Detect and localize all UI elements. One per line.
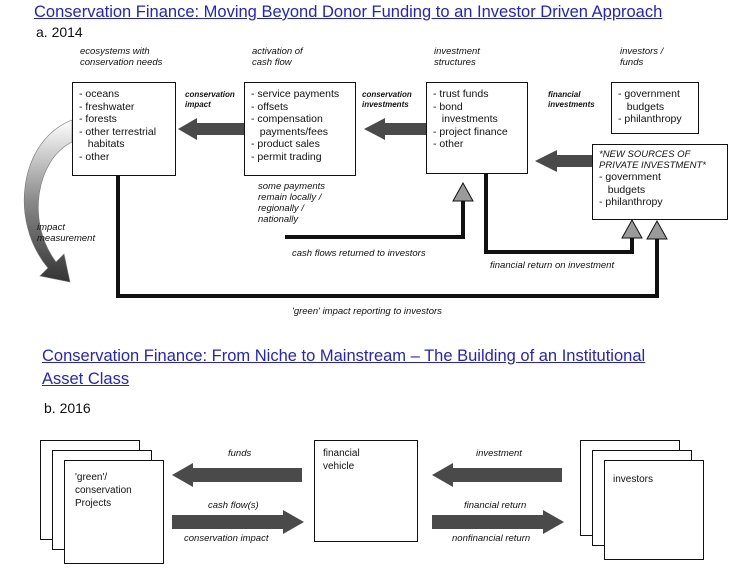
list-item: - other <box>79 150 110 163</box>
label-cash-flows: cash flow(s) <box>208 500 259 511</box>
list-item: - philanthropy <box>599 196 663 209</box>
arrow-financial-return <box>484 174 643 254</box>
list-item: - offsets <box>251 100 289 113</box>
arrow-funds <box>172 463 302 487</box>
list-item: - government <box>618 88 680 100</box>
label-nonfinancial-return: nonfinancial return <box>452 533 531 544</box>
list-item: - government <box>599 171 661 183</box>
investors-label: investors <box>613 474 654 485</box>
arrow-green-impact-reporting <box>116 175 668 298</box>
arrow-conservation-investments <box>364 118 426 140</box>
list-item: - oceans <box>79 88 120 100</box>
list-item: - service payments <box>251 88 340 100</box>
label-cash-flows-returned: cash flows returned to investors <box>292 248 426 259</box>
arrow-impact-measurement <box>23 119 73 283</box>
list-item: - forests <box>79 113 117 126</box>
vehicle-label: financial vehicle <box>323 448 360 472</box>
header-investors: investors / funds <box>620 46 664 68</box>
panel-a-year: a. 2014 <box>36 24 83 40</box>
investors-box: - government budgets- philanthropy <box>611 82 699 134</box>
label-some-payments: some payments remain locally / regionall… <box>258 181 326 225</box>
new-sources-list: - government budgets- philanthropy <box>599 171 727 209</box>
header-ecosystems: ecosystems with conservation needs <box>80 46 163 68</box>
arrow-cash-flows-returned <box>285 181 474 239</box>
label-investment: investment <box>476 448 522 459</box>
list-item: - other terrestrial <box>79 125 157 138</box>
list-item: budgets <box>599 183 646 196</box>
ecosystems-list: - oceans- freshwater- forests- other ter… <box>79 88 175 164</box>
cashflow-list: - service payments- offsets- compensatio… <box>251 88 355 164</box>
list-item: budgets <box>618 100 665 113</box>
list-item: investments <box>433 113 498 126</box>
list-item: payments/fees <box>251 125 329 138</box>
list-item: habitats <box>79 138 125 151</box>
panel-b-title-link-line1[interactable]: Conservation Finance: From Niche to Main… <box>42 347 646 365</box>
list-item: - permit trading <box>251 150 322 163</box>
panel-b-year: b. 2016 <box>44 400 91 416</box>
ecosystems-box: - oceans- freshwater- forests- other ter… <box>72 82 176 176</box>
panel-a-title-link[interactable]: Conservation Finance: Moving Beyond Dono… <box>34 3 663 21</box>
investors-stack-box: investors <box>604 460 704 560</box>
list-item: - philanthropy <box>618 113 682 126</box>
projects-box: 'green'/ conservation Projects <box>64 460 164 564</box>
list-item: - compensation <box>251 113 323 126</box>
cashflow-box: - service payments- offsets- compensatio… <box>244 82 356 176</box>
label-conservation-investments: conservation investments <box>362 90 412 109</box>
vehicle-box: financial vehicle <box>314 440 418 542</box>
list-item: - product sales <box>251 138 320 151</box>
list-item: - bond <box>433 100 463 113</box>
arrow-financial-return-b <box>432 510 564 534</box>
label-conservation-impact: conservation impact <box>185 90 235 109</box>
new-sources-box: *NEW SOURCES OF PRIVATE INVESTMENT* - go… <box>592 144 728 220</box>
projects-label: 'green'/ conservation Projects <box>75 472 132 509</box>
label-financial-return-b: financial return <box>464 500 527 511</box>
list-item: - other <box>433 138 464 151</box>
list-item: - trust funds <box>433 88 489 100</box>
label-impact-measurement: impact measurement <box>37 222 96 244</box>
label-green-impact-reporting: 'green' impact reporting to investors <box>292 306 442 317</box>
label-funds: funds <box>228 448 252 459</box>
arrow-cash-flows <box>172 510 304 534</box>
structures-list: - trust funds- bond investments- project… <box>433 88 527 151</box>
label-financial-investments: financial investments <box>548 90 595 109</box>
arrow-financial-investments <box>535 150 592 172</box>
list-item: - freshwater <box>79 100 135 113</box>
label-financial-return: financial return on investment <box>490 260 615 271</box>
new-sources-heading: *NEW SOURCES OF PRIVATE INVESTMENT* <box>599 149 706 171</box>
arrow-investment <box>432 463 562 487</box>
panel-b-title-link-line2[interactable]: Asset Class <box>42 370 130 388</box>
label-conservation-impact-b: conservation impact <box>184 533 269 544</box>
structures-box: - trust funds- bond investments- project… <box>426 82 528 174</box>
investors-list: - government budgets- philanthropy <box>618 88 698 126</box>
header-activation: activation of cash flow <box>252 46 303 68</box>
arrow-conservation-impact <box>178 118 244 140</box>
list-item: - project finance <box>433 125 508 138</box>
header-structures: investment structures <box>434 46 480 68</box>
